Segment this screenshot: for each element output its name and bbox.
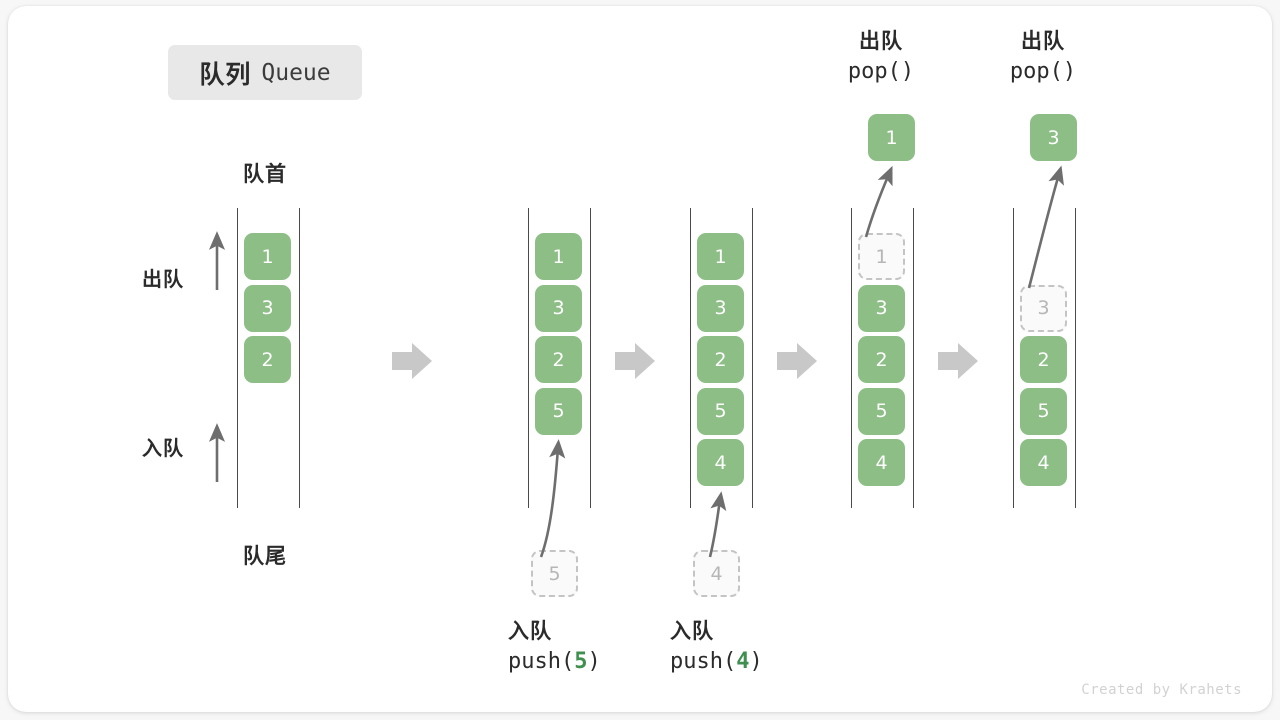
- queue-element: 1: [697, 233, 744, 280]
- queue-rail-left: [690, 208, 691, 508]
- diagram-card: [8, 6, 1272, 712]
- queue-element: 3: [858, 284, 905, 332]
- queue-element: 2: [244, 336, 291, 383]
- pop-caption: 出队 pop(): [978, 28, 1108, 87]
- queue-element: 3: [1020, 284, 1067, 332]
- queue-element: 1: [858, 233, 905, 280]
- enqueue-side-label: 入队: [142, 438, 184, 460]
- queue-tail-label: 队尾: [243, 545, 287, 568]
- push-caption: 入队 push(4): [670, 618, 763, 677]
- queue-element: 2: [697, 336, 744, 383]
- queue-rail-left: [1013, 208, 1014, 508]
- title-chinese: 队列: [199, 60, 252, 89]
- queue-rail-left: [528, 208, 529, 508]
- queue-element: 3: [697, 284, 744, 332]
- queue-element: 2: [535, 336, 582, 383]
- push-caption-code: push(4): [670, 648, 763, 674]
- dequeue-side-label: 出队: [142, 269, 184, 291]
- diagram-title-badge: 队列 Queue: [168, 45, 362, 100]
- push-caption: 入队 push(5): [508, 618, 601, 677]
- queue-element: 4: [858, 439, 905, 486]
- queue-rail-left: [237, 208, 238, 508]
- queue-element: 1: [244, 233, 291, 280]
- queue-element: 5: [697, 387, 744, 435]
- queue-element: 2: [858, 336, 905, 383]
- pop-caption-cn: 出队: [859, 30, 903, 53]
- queue-rail-right: [752, 208, 753, 508]
- queue-element: 4: [697, 439, 744, 486]
- queue-rail-right: [590, 208, 591, 508]
- queue-rail-right: [913, 208, 914, 508]
- push-argument: 4: [736, 648, 750, 674]
- popped-element: 1: [868, 114, 915, 161]
- incoming-element: 4: [693, 550, 740, 597]
- pop-caption-code: pop(): [847, 58, 915, 84]
- push-caption-cn: 入队: [670, 620, 714, 643]
- queue-element: 5: [1020, 387, 1067, 435]
- queue-element: 5: [858, 387, 905, 435]
- pop-caption-cn: 出队: [1021, 30, 1065, 53]
- queue-element: 3: [535, 284, 582, 332]
- queue-element: 3: [244, 284, 291, 332]
- push-caption-cn: 入队: [508, 620, 552, 643]
- pop-caption: 出队 pop(): [816, 28, 946, 87]
- queue-rail-left: [851, 208, 852, 508]
- queue-rail-right: [299, 208, 300, 508]
- popped-element: 3: [1030, 114, 1077, 161]
- queue-head-label: 队首: [243, 163, 287, 186]
- watermark: Created by Krahets: [1081, 682, 1242, 698]
- pop-caption-code: pop(): [1009, 58, 1077, 84]
- queue-element: 5: [535, 387, 582, 435]
- queue-element: 1: [535, 233, 582, 280]
- queue-element: 2: [1020, 336, 1067, 383]
- push-argument: 5: [574, 648, 588, 674]
- incoming-element: 5: [531, 550, 578, 597]
- queue-element: 4: [1020, 439, 1067, 486]
- queue-rail-right: [1075, 208, 1076, 508]
- push-caption-code: push(5): [508, 648, 601, 674]
- title-english: Queue: [261, 59, 331, 86]
